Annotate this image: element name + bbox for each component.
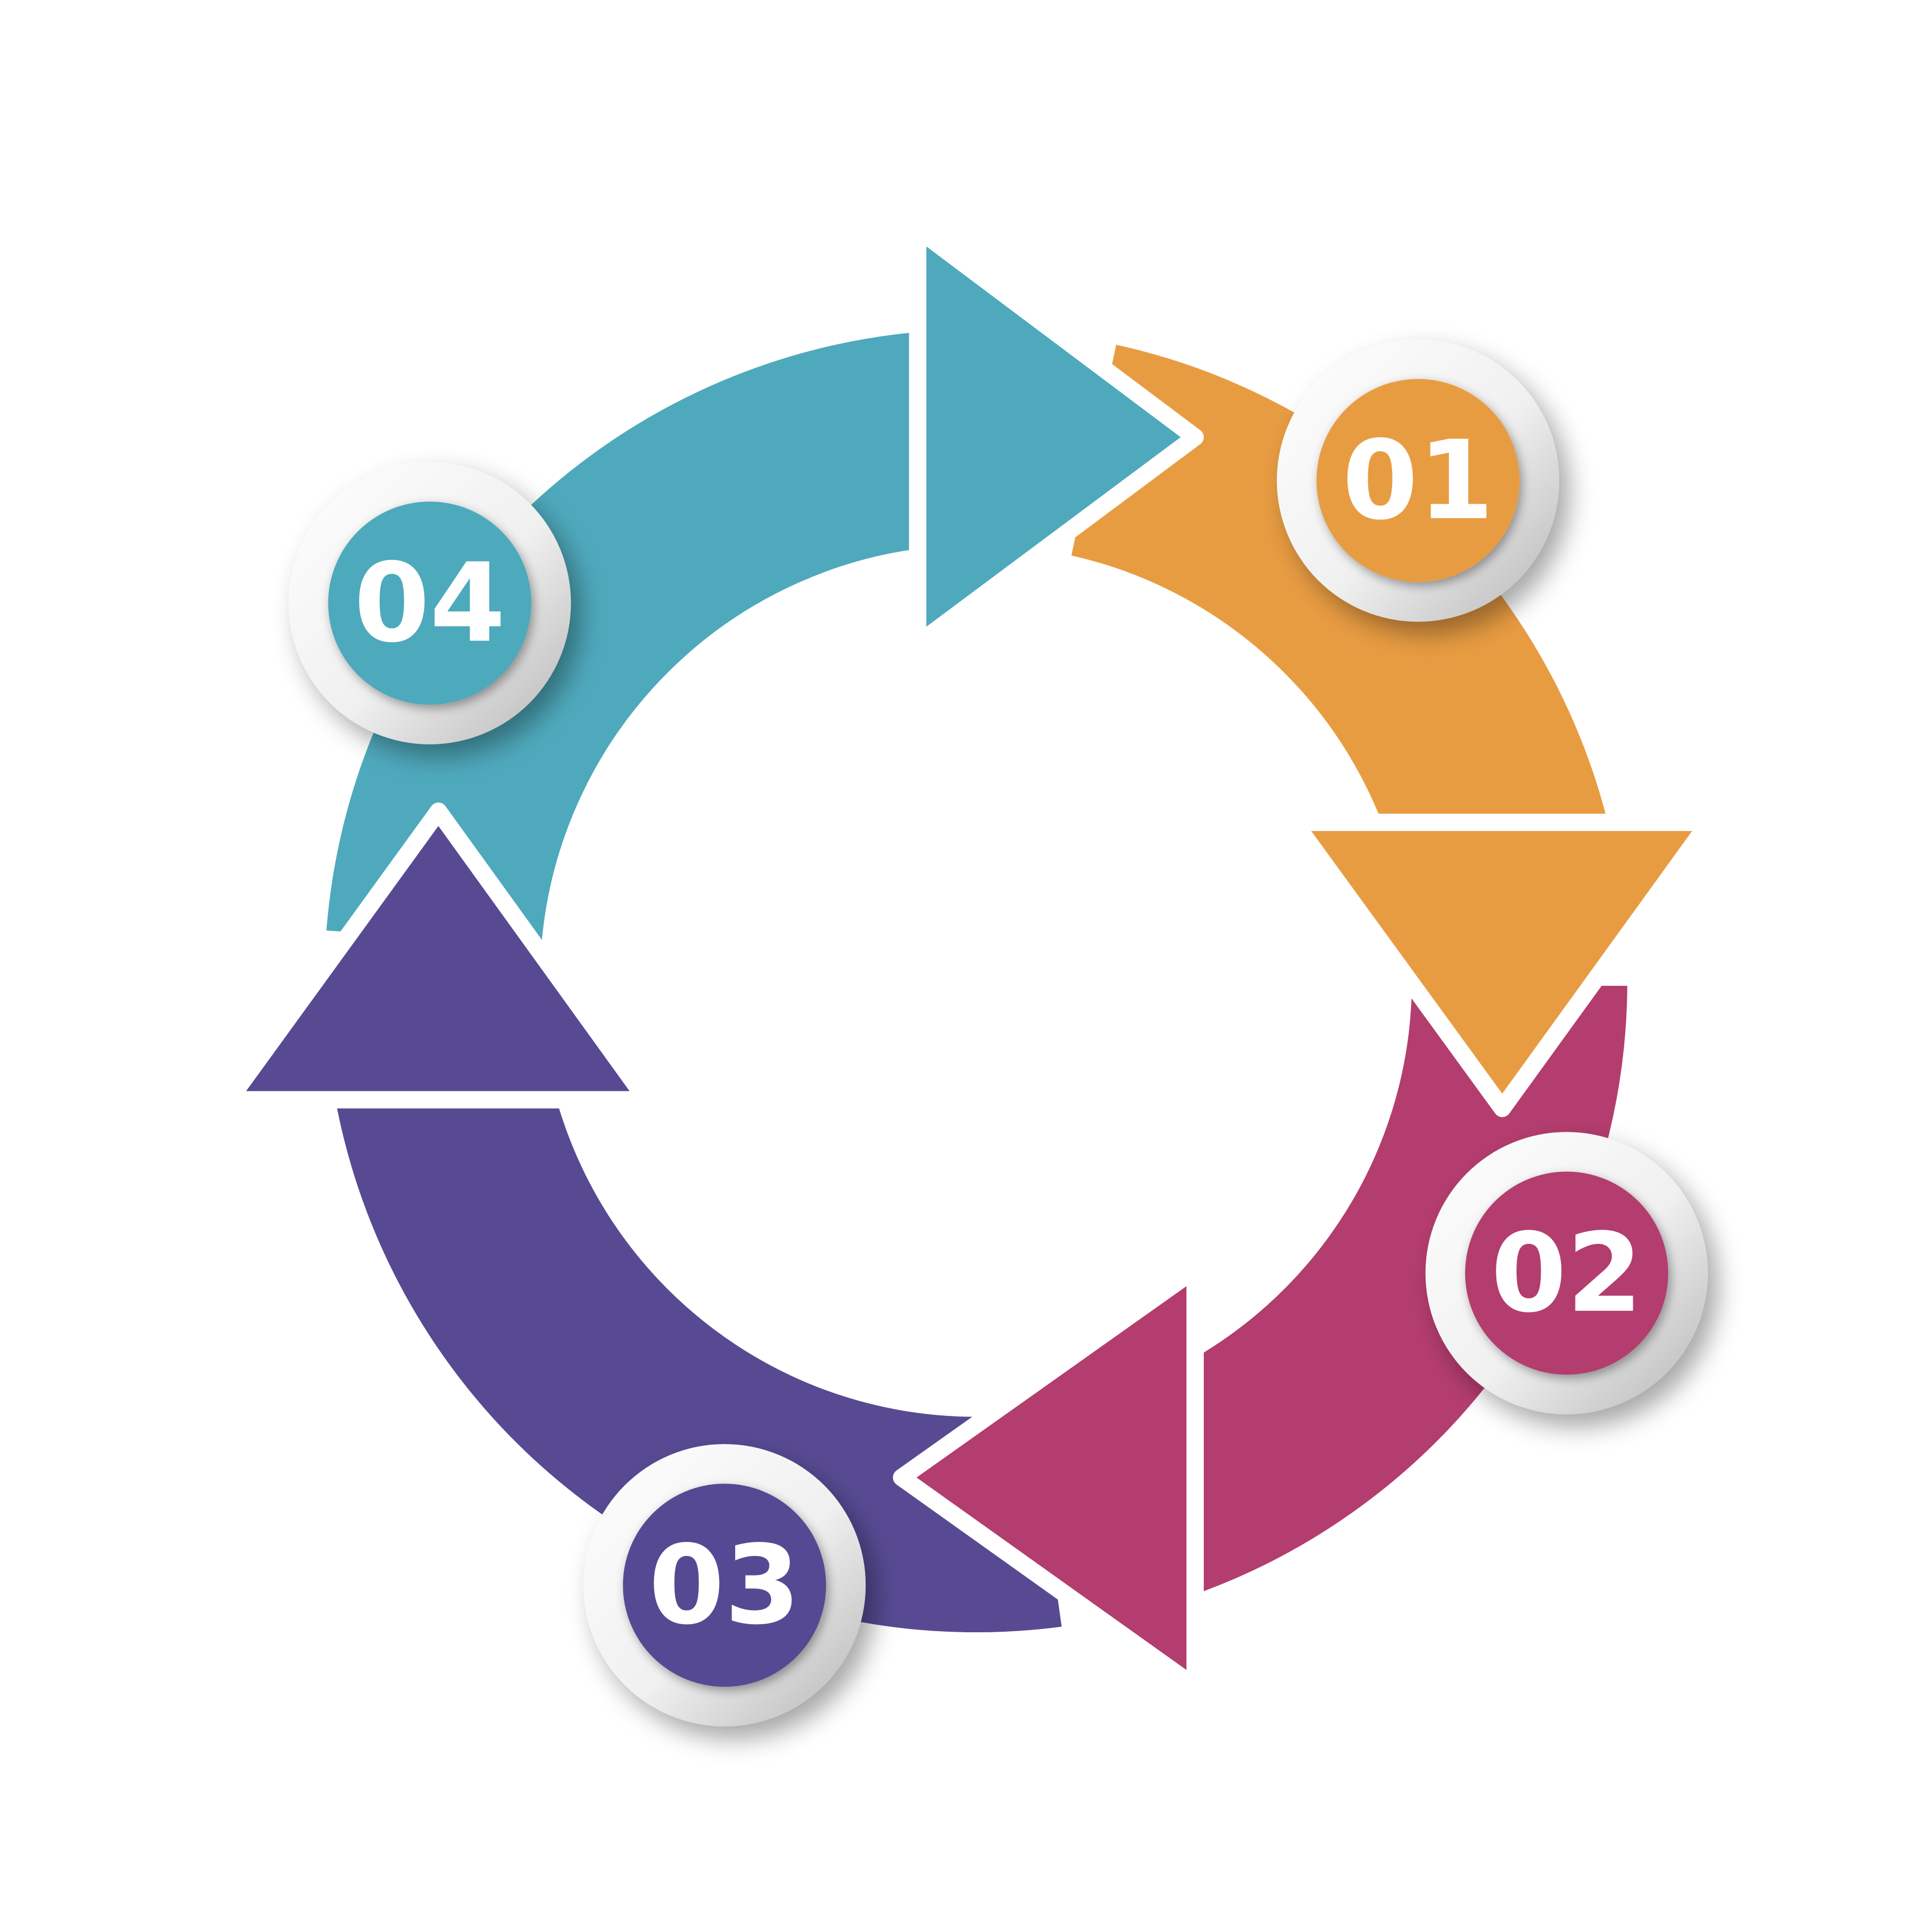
step-number: 02 [1491, 1210, 1643, 1337]
arrow-head-04 [909, 220, 1204, 653]
step-badge-01: 01 [1277, 339, 1559, 622]
badge-core [1465, 1171, 1669, 1375]
arrow-head-03 [220, 802, 655, 1109]
step-badge-03: 03 [583, 1444, 866, 1727]
arrow-head-02 [893, 1261, 1204, 1696]
arrow-head-01 [1285, 813, 1718, 1117]
badge-core [1316, 379, 1520, 582]
badge-core [623, 1483, 826, 1687]
step-number: 01 [1342, 417, 1494, 544]
badge-core [328, 502, 532, 705]
step-number: 03 [649, 1522, 800, 1649]
step-badge-02: 02 [1425, 1132, 1708, 1415]
step-badge-04: 04 [288, 461, 571, 744]
step-number: 04 [354, 539, 505, 667]
